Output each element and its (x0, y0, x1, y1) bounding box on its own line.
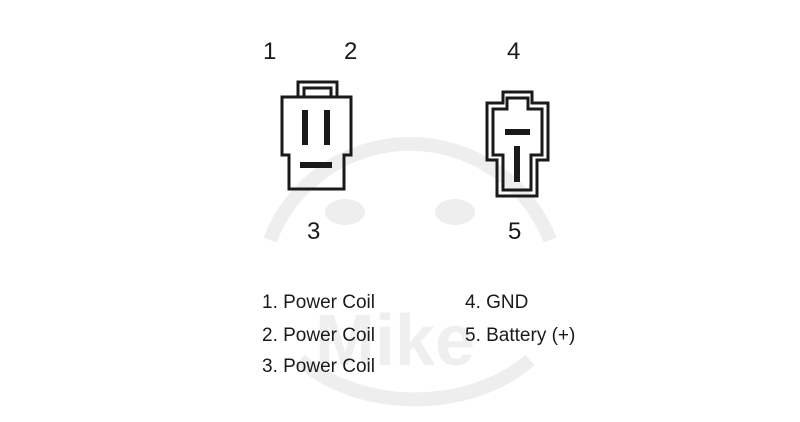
legend-item-4: 4. GND (465, 292, 529, 313)
legend-item-3: 3. Power Coil (262, 356, 375, 377)
pin-label-1: 1 (263, 38, 277, 65)
pin-label-4: 4 (507, 38, 521, 65)
two-pin-connector-icon (485, 90, 550, 198)
pin-label-5: 5 (508, 218, 522, 245)
legend-item-1: 1. Power Coil (262, 292, 375, 313)
legend-item-2: 2. Power Coil (262, 325, 375, 346)
legend-item-5: 5. Battery (+) (465, 325, 576, 346)
three-pin-connector-icon (280, 80, 353, 191)
watermark-text: Mike (315, 301, 475, 381)
pin-label-2: 2 (344, 38, 358, 65)
pin-label-3: 3 (307, 218, 321, 245)
